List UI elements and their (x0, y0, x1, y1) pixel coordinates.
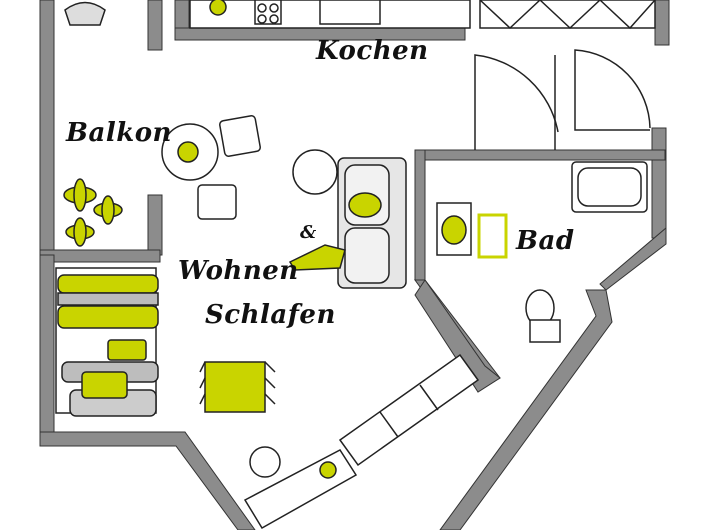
room-label-living-amp: & (300, 222, 317, 243)
room-label-balcony: Balkon (66, 118, 172, 148)
kitchen-counter (189, 0, 656, 30)
room-label-bathroom: Bad (516, 226, 575, 256)
rug (199, 361, 276, 413)
bathroom-fixtures (436, 161, 648, 343)
room-label-living: Wohnen (178, 256, 299, 286)
room-label-sleeping: Schlafen (205, 300, 336, 330)
sideboard (243, 353, 480, 530)
balcony-furniture (63, 1, 123, 247)
room-label-kitchen: Kochen (316, 36, 429, 66)
dining-set (161, 115, 338, 220)
sofa (288, 157, 407, 289)
doors (474, 49, 651, 150)
bed (55, 267, 159, 417)
